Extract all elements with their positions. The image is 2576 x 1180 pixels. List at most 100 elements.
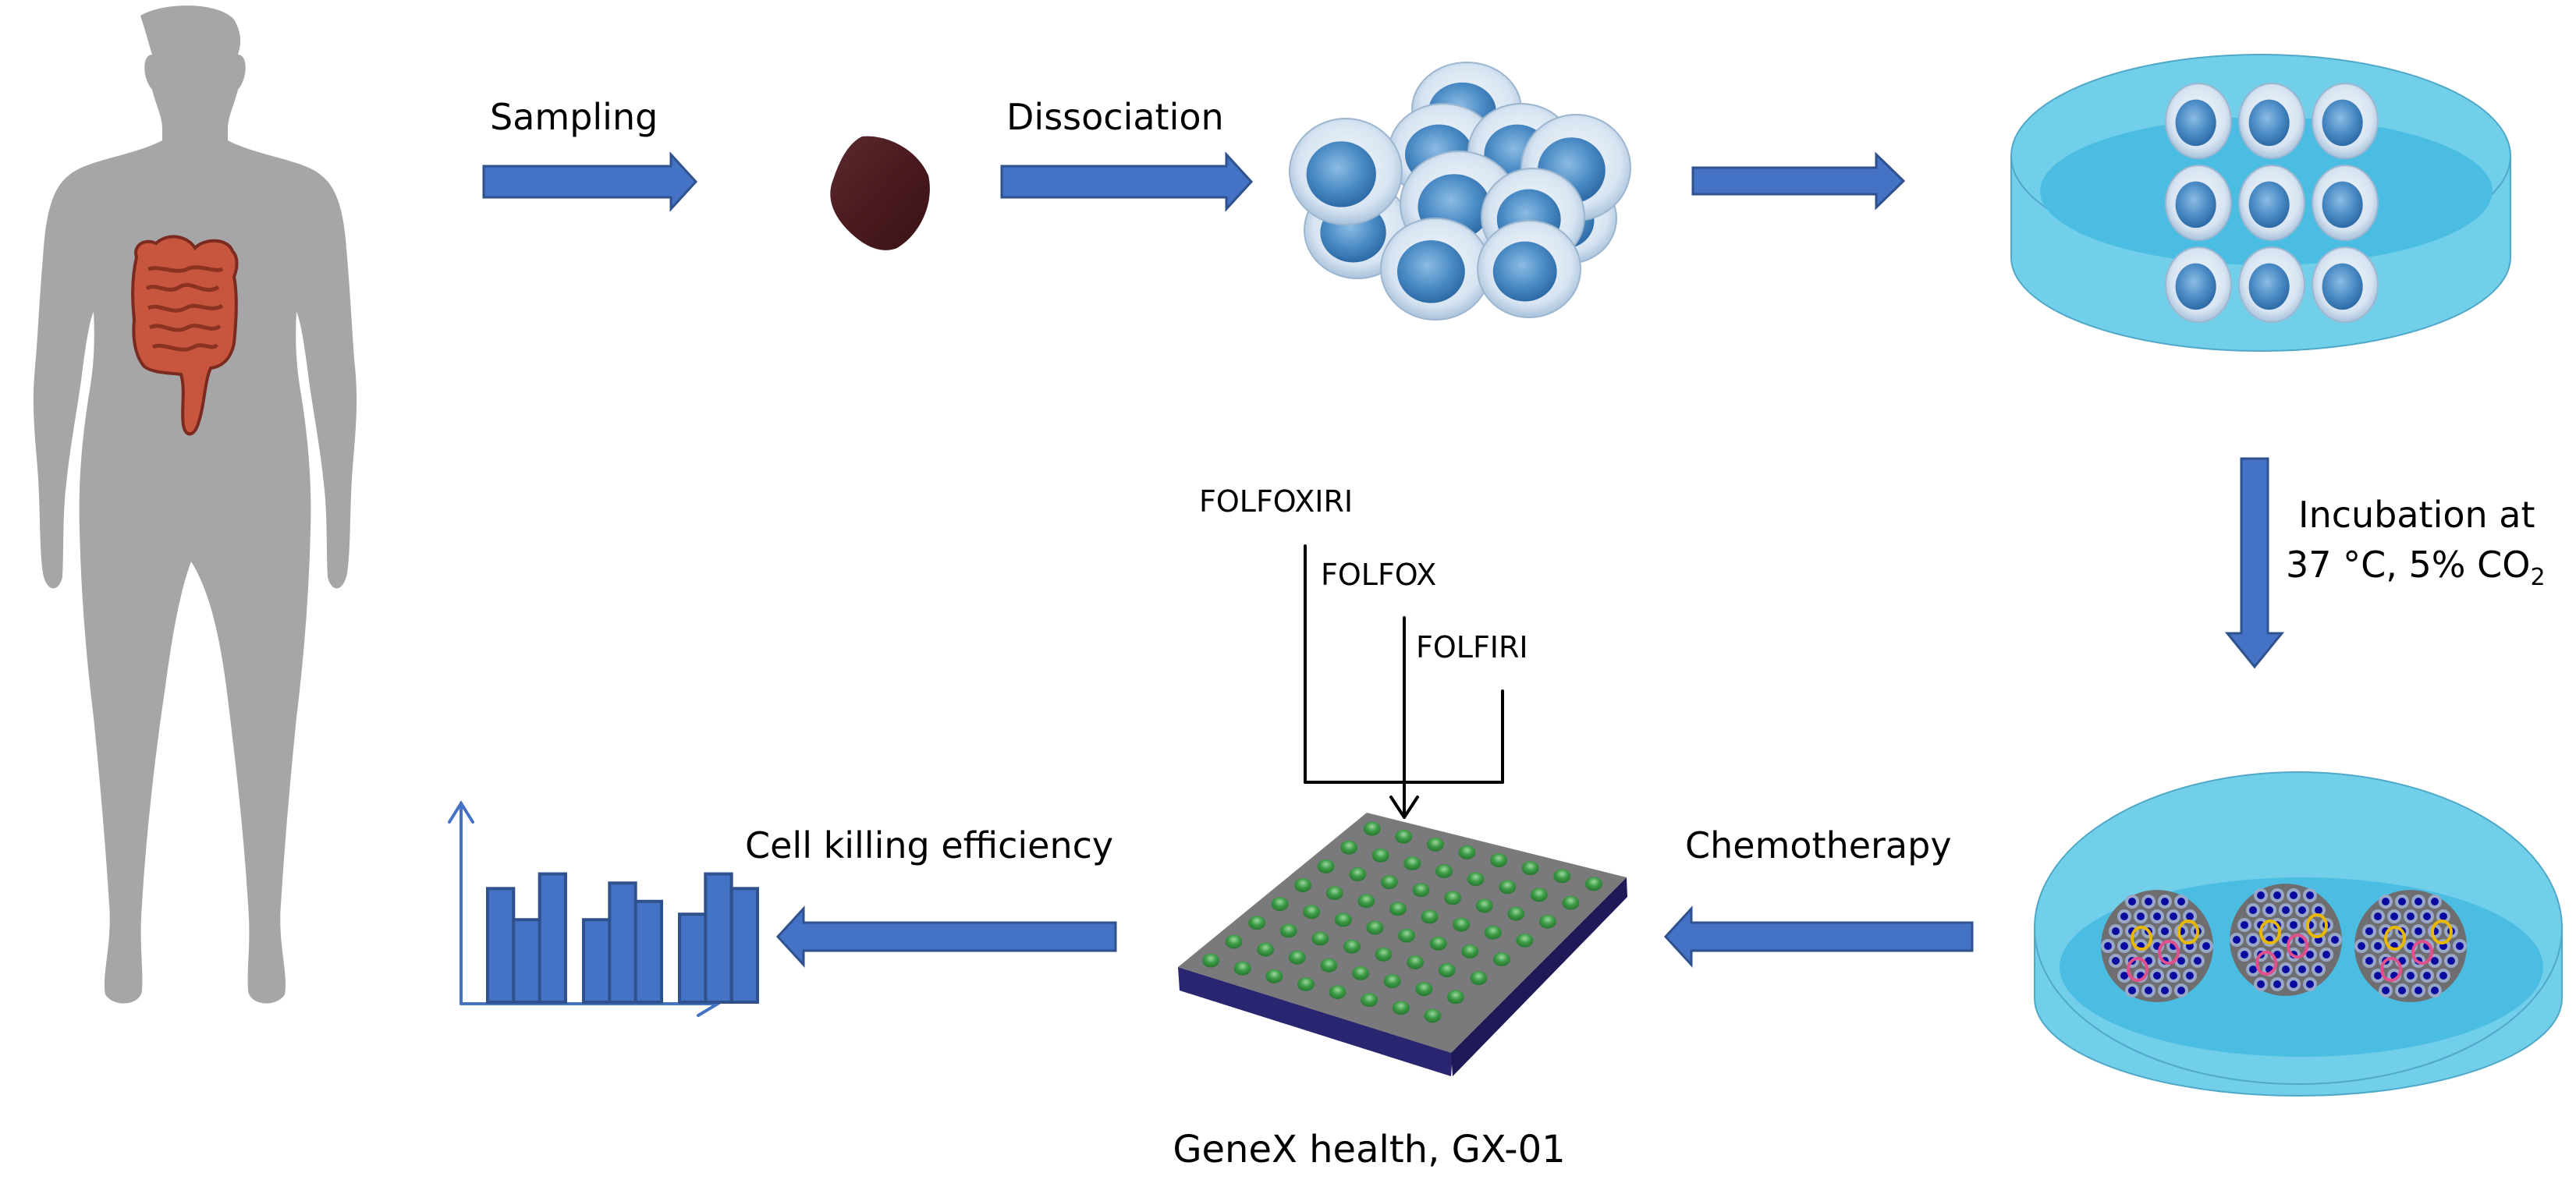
cell-nucleus [2175,181,2216,229]
organoid-nucleus [2423,972,2431,980]
cell-nucleus [2248,263,2290,310]
organoid-nucleus [2290,891,2297,899]
co2-subscript: 2 [2530,564,2545,591]
organoid-nucleus [2249,966,2257,973]
chip-well [1499,880,1517,895]
marked-cell-ring [2384,926,2406,951]
organoid-nucleus [2306,891,2314,899]
organoid-nucleus [2194,957,2202,965]
chip-well [1584,877,1602,891]
organoid-nucleus [2186,912,2194,920]
dissociated-cell [1380,218,1491,321]
chip-well [1311,931,1329,946]
organoid-nucleus [2306,951,2314,959]
cell-nucleus [2175,263,2216,310]
chip-well [1363,821,1381,836]
organoid-nucleus [2322,951,2330,959]
chip-well [1435,864,1453,879]
cell-nucleus [2322,181,2363,229]
organoid-nucleus [2415,987,2422,994]
chip-well [1257,942,1275,957]
organoid-nucleus [2439,972,2447,980]
chart-bar [608,881,637,1004]
seeded-cell [2312,165,2379,241]
incubation-conditions: 37 °C, 5% CO [2286,544,2530,586]
marked-cell-ring [2127,957,2148,982]
marked-cell-ring [2177,920,2199,944]
marked-cell-ring [2287,934,2308,959]
cell-nucleus [2322,99,2363,147]
chip-well [1329,985,1347,1000]
chip-well [1562,895,1580,910]
organoid-nucleus [2112,957,2120,965]
chip-wells [1202,821,1602,1023]
arrow-chemotherapy [1663,905,1974,968]
chip-well [1429,936,1447,951]
bar-chart-icon [448,800,760,1017]
chip-side-left [1178,967,1453,1076]
dissociated-cell [1289,118,1403,225]
organoid-nucleus [2241,951,2248,959]
chip-well [1461,944,1479,959]
chart-y-axis-arrowhead [448,800,474,824]
dissociated-cells [1289,62,1631,321]
organoid-nucleus [2407,912,2415,920]
chip-well [1426,837,1444,852]
chart-bar [538,872,568,1004]
organoid-nucleus [2282,906,2290,914]
human-silhouette [33,5,357,1004]
organoid-nucleus [2161,927,2169,935]
organoid-nucleus [2145,987,2152,994]
chip-well [1334,912,1352,927]
chip-well [1453,917,1471,932]
chip-well [1271,897,1289,912]
organoid-nucleus [2153,912,2161,920]
marked-cell-ring [2431,920,2453,944]
chip-side-right [1451,877,1627,1076]
cell-nucleus [1492,241,1557,302]
chip-well [1458,845,1476,859]
chip-well [1438,963,1456,978]
marked-cell-ring [2158,940,2180,965]
organoid-group [2101,884,2467,1002]
chip-well [1424,1008,1442,1023]
seeded-cell [2312,83,2379,159]
chip-well [1317,859,1335,873]
chip-well [1470,971,1488,986]
organoid [2230,884,2342,996]
chip-well [1320,958,1338,973]
seeded-cell [2238,165,2305,241]
organoid-nucleus [2456,942,2464,950]
intestine-icon [131,235,239,436]
organoid [2354,890,2467,1002]
organoid-nucleus [2177,957,2185,965]
organoid-nucleus [2257,891,2265,899]
organoid-nucleus [2153,972,2161,980]
organoid-nucleus [2431,898,2439,905]
organoid-nucleus [2374,942,2382,950]
organoid-nucleus [2137,912,2145,920]
culture-dish-seeded [2010,54,2511,352]
cell-nucleus [2248,99,2290,147]
chip-well [1383,974,1401,989]
marked-cell-ring [2255,951,2277,976]
drug-label-folfox: FOLFOX [1321,558,1436,592]
seeded-cell [2165,165,2232,241]
step-label-cell-killing: Cell killing efficiency [745,824,1113,866]
organoid-nucleus [2282,966,2290,973]
marked-cell-ring [2306,913,2328,938]
organoid-nucleus [2145,898,2152,905]
chip-well [1415,982,1433,997]
culture-dish-organoids [2034,771,2563,1097]
organoid-nucleus [2407,972,2415,980]
chip-well [1357,894,1375,909]
organoid-nucleus [2128,987,2136,994]
organoid-nucleus [2298,966,2306,973]
cell-nucleus [1306,141,1376,207]
organoid-nucleus [2374,912,2382,920]
organoid-nucleus [2439,912,2447,920]
organoid-nucleus [2257,980,2265,988]
chip-caption: GeneX health, GX-01 [1173,1128,1565,1171]
step-label-chemotherapy: Chemotherapy [1685,824,1952,866]
arrow-incubation [2224,457,2285,669]
